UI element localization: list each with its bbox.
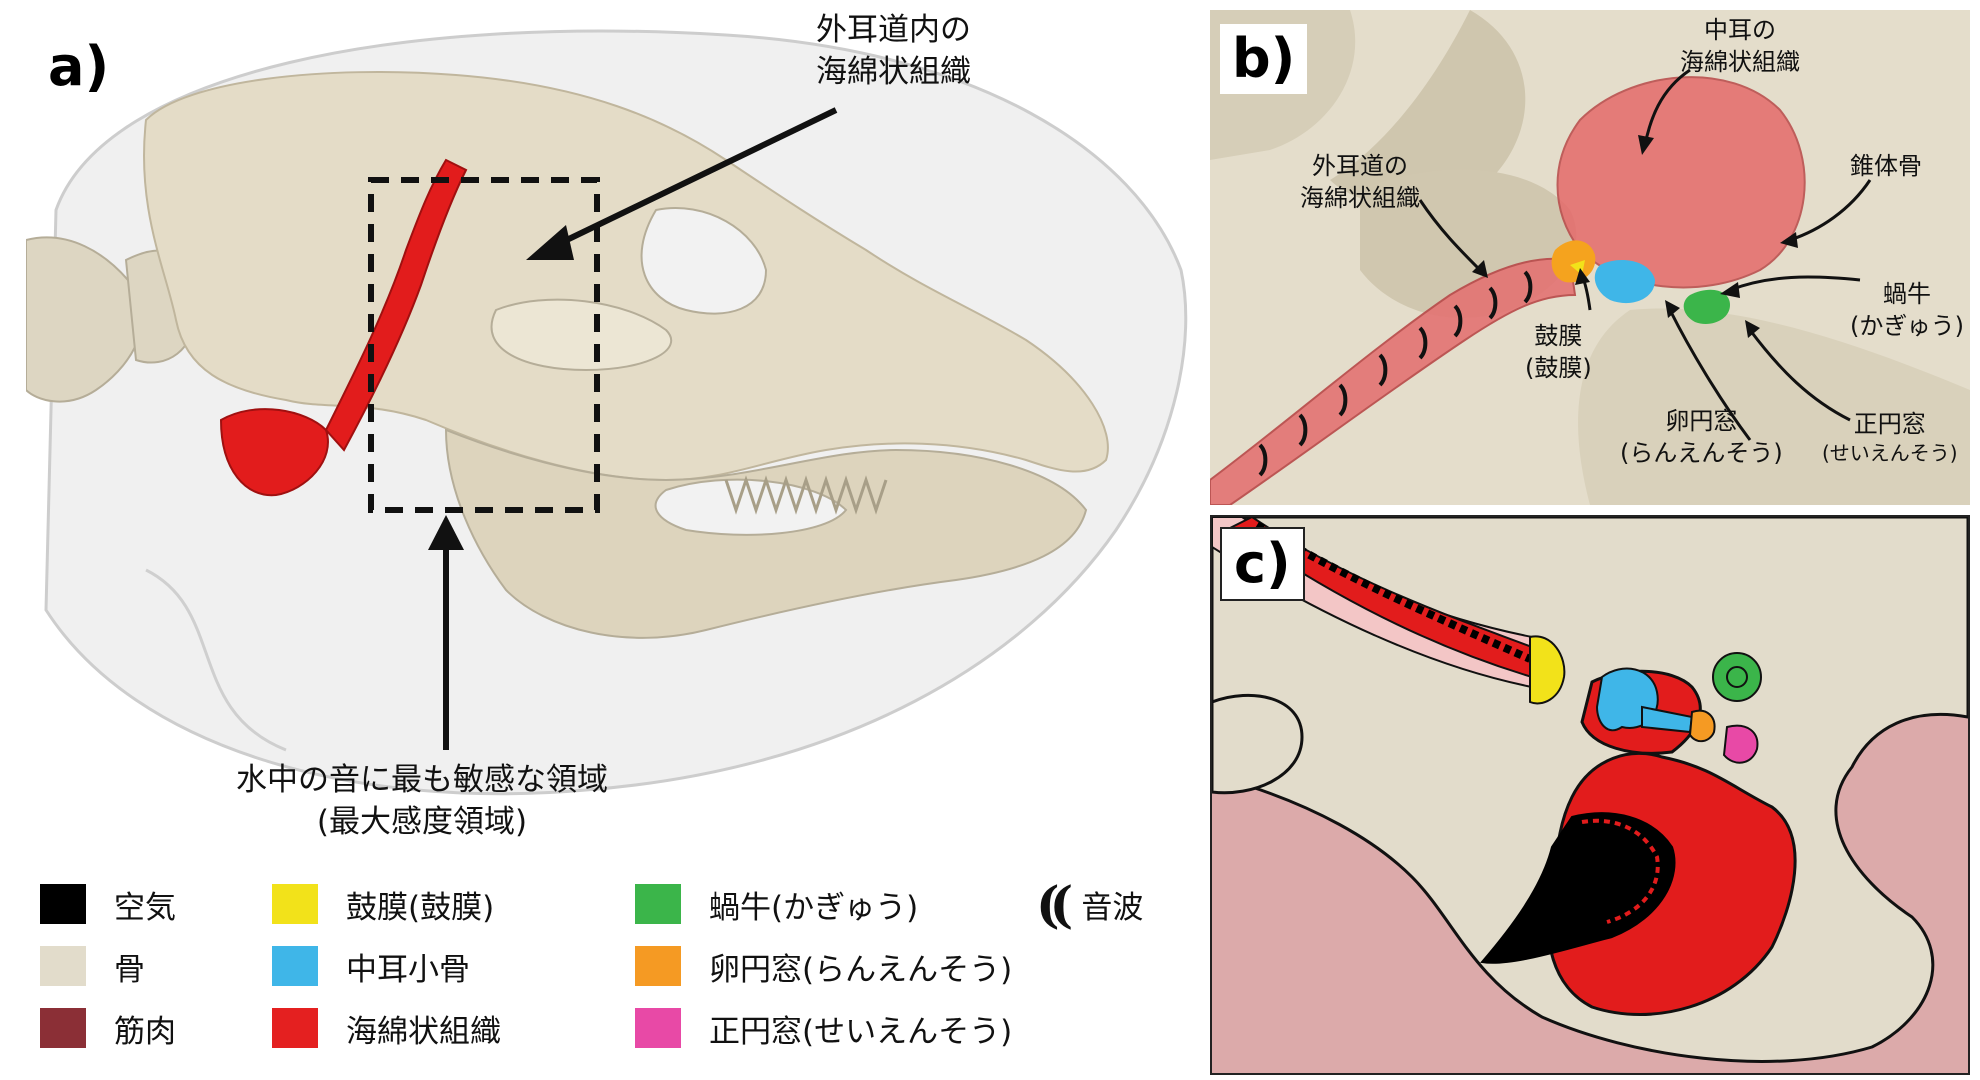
schematic-air [1480, 812, 1676, 964]
label-canal-fat-b: 外耳道の 海綿状組織 [1300, 150, 1420, 215]
sound-wave-icon: (( [1036, 874, 1073, 934]
legend-item-bone: 骨 [40, 942, 145, 990]
ear-bulla-fat [219, 408, 329, 497]
callout-max-sensitivity: 水中の音に最も敏感な領域 (最大感度領域) [236, 760, 608, 844]
legend-item-round-window: 正円窓(せいえんそう) [635, 1004, 1012, 1052]
legend-item-air: 空気 [40, 880, 176, 928]
label-cochlea-b-line1: 蝸牛 [1883, 280, 1931, 308]
legend-swatch-round-window [635, 1008, 681, 1048]
callout-canal-fat: 外耳道内の 海綿状組織 [816, 10, 971, 94]
legend-label-fat: 海綿状組織 [346, 1013, 501, 1050]
ossicles-b [1594, 260, 1655, 304]
callout-max-sensitivity-line2: (最大感度領域) [316, 803, 528, 840]
label-oval-window-b-line1: 卵円窓 [1665, 407, 1738, 435]
legend-label-sound-wave: 音波 [1081, 889, 1144, 926]
middle-ear-fat [1556, 76, 1806, 289]
callout-canal-fat-line1: 外耳道内の [816, 12, 971, 48]
legend-label-eardrum: 鼓膜(鼓膜) [346, 889, 495, 926]
label-middle-ear-fat-line1: 中耳の [1704, 16, 1776, 44]
schematic-cochlea [1712, 652, 1762, 702]
sound-waves [1258, 270, 1533, 477]
legend-swatch-cochlea [635, 884, 681, 924]
panel-a-skull-lateral-view: a) 外耳道内の 海綿状組織 水中の音に最も敏感な領域 (最大感度領域) [26, 10, 1196, 855]
legend-item-eardrum: 鼓膜(鼓膜) [272, 880, 494, 928]
label-round-window-b: 正円窓 (せいえんそう) [1822, 408, 1958, 467]
panel-b-label: b) [1220, 24, 1308, 94]
legend-item-muscle: 筋肉 [40, 1004, 176, 1052]
label-oval-window-b-line2: (らんえんそう) [1620, 439, 1783, 468]
legend-swatch-bone [40, 946, 86, 986]
legend-item-cochlea: 蝸牛(かぎゅう) [635, 880, 918, 928]
eardrum-b [1551, 240, 1596, 283]
legend-swatch-muscle [40, 1008, 86, 1048]
label-eardrum-b-line2: (鼓膜) [1525, 354, 1592, 383]
ear-canal-fat [324, 158, 468, 452]
panel-b-ear-closeup: b) 中耳の 海綿状組織 外耳道の 海綿状組織 錐体骨 鼓膜 (鼓膜) 蝸牛 (… [1210, 10, 1970, 505]
legend-label-round-window: 正円窓(せいえんそう) [709, 1013, 1013, 1050]
label-oval-window-b: 卵円窓 (らんえんそう) [1620, 405, 1783, 470]
legend-label-bone: 骨 [114, 951, 145, 988]
legend-swatch-oval-window [635, 946, 681, 986]
legend-item-fat: 海綿状組織 [272, 1004, 501, 1052]
ear-closeup-illustration [1210, 10, 1970, 505]
label-petrous-bone: 錐体骨 [1850, 152, 1922, 180]
legend-item-oval-window: 卵円窓(らんえんそう) [635, 942, 1012, 990]
panel-a-label: a) [36, 32, 122, 102]
legend-swatch-air [40, 884, 86, 924]
cranium [142, 71, 1109, 482]
label-canal-fat-b-line1: 外耳道の [1312, 152, 1408, 180]
legend-swatch-ossicles [272, 946, 318, 986]
max-sensitivity-box [368, 177, 600, 513]
skull-illustration [26, 29, 1188, 796]
legend-item-sound-wave: (( 音波 [1036, 875, 1144, 934]
schematic-round-window [1722, 724, 1759, 764]
legend-swatch-fat [272, 1008, 318, 1048]
label-round-window-b-line1: 正円窓 [1853, 410, 1926, 438]
label-eardrum-b-line1: 鼓膜 [1534, 322, 1583, 350]
legend-label-air: 空気 [114, 889, 176, 926]
callout-max-sensitivity-line1: 水中の音に最も敏感な領域 [236, 762, 608, 798]
callout-canal-fat-line2: 海綿状組織 [816, 53, 971, 90]
legend-label-muscle: 筋肉 [114, 1013, 176, 1050]
label-eardrum-b: 鼓膜 (鼓膜) [1525, 320, 1592, 385]
legend-swatch-eardrum [272, 884, 318, 924]
label-round-window-b-line2: (せいえんそう) [1822, 441, 1958, 466]
label-middle-ear-fat-line2: 海綿状組織 [1680, 48, 1800, 77]
ear-schematic [1212, 517, 1968, 1073]
legend-label-cochlea: 蝸牛(かぎゅう) [709, 889, 919, 926]
legend-item-ossicles: 中耳小骨 [272, 942, 470, 990]
legend: 空気 骨 筋肉 鼓膜(鼓膜) 中耳小骨 海綿状組織 蝸牛(かぎゅう) 卵円窓(ら… [40, 875, 1210, 1070]
label-cochlea-b: 蝸牛 (かぎゅう) [1850, 278, 1964, 343]
legend-label-oval-window: 卵円窓(らんえんそう) [709, 951, 1013, 988]
label-canal-fat-b-line2: 海綿状組織 [1300, 184, 1420, 213]
label-cochlea-b-line2: (かぎゅう) [1850, 312, 1965, 341]
schematic-oval-window [1688, 709, 1716, 743]
label-middle-ear-fat: 中耳の 海綿状組織 [1680, 14, 1800, 79]
panel-c-schematic: c) [1210, 515, 1970, 1075]
legend-label-ossicles: 中耳小骨 [346, 951, 470, 988]
schematic-eardrum [1529, 635, 1566, 705]
cochlea-b [1683, 289, 1730, 325]
panel-c-label: c) [1220, 527, 1305, 601]
